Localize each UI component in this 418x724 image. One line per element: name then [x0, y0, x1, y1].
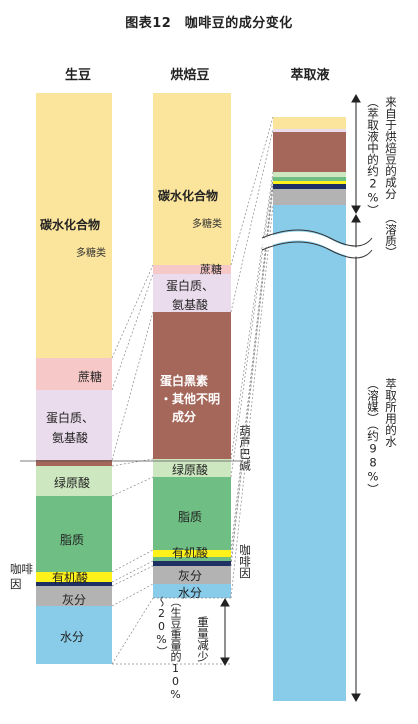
roasted-carbs-label: 碳水化合物 [158, 189, 219, 203]
weight-loss-label: 重量减少 [196, 616, 210, 662]
roasted-organic-acid-segment [153, 550, 231, 557]
green-lipid-label: 脂质 [60, 533, 85, 547]
extract-organic-acid-segment [273, 181, 346, 184]
extract-lipid-segment [273, 177, 346, 181]
green-sucrose-label: 蔗糖 [78, 370, 103, 384]
green-organic-acid-segment [36, 572, 112, 582]
roasted-caffeine-segment [153, 561, 231, 566]
roasted-carbs-segment [153, 93, 231, 265]
roasted-ash-label: 灰分 [178, 569, 203, 583]
roasted-protein-label-1: 蛋白质、 [166, 279, 215, 293]
extract-from-roasted-label: 来自于烘焙豆的成分 [384, 96, 398, 200]
green-protein-label-1: 蛋白质、 [46, 411, 95, 425]
green-ash-label: 灰分 [62, 593, 87, 607]
roasted-sucrose-segment [153, 265, 231, 274]
green-lipid-segment [36, 496, 112, 572]
extract-water-paren: （溶媒）（约98%） [366, 378, 380, 495]
roasted-melanoidin-label-2: ・其他不明 [160, 392, 221, 406]
green-ash-segment [36, 586, 112, 606]
figure-title: 图表12 咖啡豆的成分变化 [125, 16, 293, 31]
roasted-lipid-label: 脂质 [178, 510, 203, 524]
green-sucrose-segment [36, 358, 112, 390]
extract-protein-segment [273, 129, 346, 132]
green-carbs-label: 碳水化合物 [40, 218, 101, 232]
extract-ash-segment [273, 189, 346, 205]
extract-chlorogenic-segment [273, 172, 346, 177]
green-protein-label-2: 氨基酸 [52, 431, 89, 445]
green-melanoidin-thin-segment [36, 460, 112, 466]
trigonelline-label: 葫芦巴碱 [238, 425, 252, 471]
green-water-label: 水分 [60, 630, 85, 644]
green-caffeine-label: 咖啡因 [10, 562, 33, 604]
green-chlorogenic-label: 绿原酸 [54, 476, 91, 490]
roasted-protein-label-2: 氨基酸 [172, 298, 209, 312]
green-organic-acid-label: 有机酸 [52, 571, 89, 585]
extract-solute-tag: （溶质） [384, 212, 398, 258]
column-header-extract: 萃取液 [290, 68, 330, 83]
roasted-melanoidin-segment [153, 312, 231, 459]
roasted-water-segment [153, 584, 231, 598]
roasted-chlorogenic-segment [153, 459, 231, 477]
green-water-segment [36, 606, 112, 664]
extract-water-segment [273, 205, 346, 701]
roasted-ash-segment [153, 566, 231, 584]
extract-water-label: 萃取所用的水 [384, 378, 398, 447]
roasted-melanoidin-label-1: 蛋白黑素 [160, 374, 209, 388]
green-polysaccharide-label: 多糖类 [76, 248, 106, 259]
roasted-melanoidin-label-3: 成分 [172, 410, 197, 424]
column-header-roasted-beans: 烘焙豆 [170, 68, 210, 83]
weight-loss-paren-label: （生豆重量的10%～20%） [155, 596, 182, 701]
extract-caffeine-segment [273, 184, 346, 189]
green-protein-segment [36, 390, 112, 460]
green-caffeine-segment [36, 582, 112, 586]
roasted-sucrose-label: 蔗糖 [200, 263, 222, 276]
extract-carbs-segment [273, 117, 346, 129]
green-chlorogenic-segment [36, 466, 112, 496]
roasted-lipid-strip-segment [153, 557, 231, 561]
roasted-chlorogenic-label: 绿原酸 [172, 463, 209, 477]
extract-from-roasted-paren: （萃取液中的约2%） [366, 96, 380, 216]
roasted-organic-acid-label: 有机酸 [172, 546, 209, 560]
extract-melanoidin-segment [273, 132, 346, 172]
green-carbs-segment [36, 93, 112, 358]
roasted-lipid-segment [153, 477, 231, 550]
roasted-protein-segment [153, 274, 231, 312]
roasted-caffeine-label: 咖啡因 [238, 544, 252, 579]
green-caffeine-text: 咖啡因 [10, 562, 33, 591]
roasted-polysaccharide-label: 多糖类 [192, 219, 222, 230]
column-header-green-beans: 生豆 [64, 68, 91, 83]
roasted-water-label: 水分 [178, 586, 203, 600]
